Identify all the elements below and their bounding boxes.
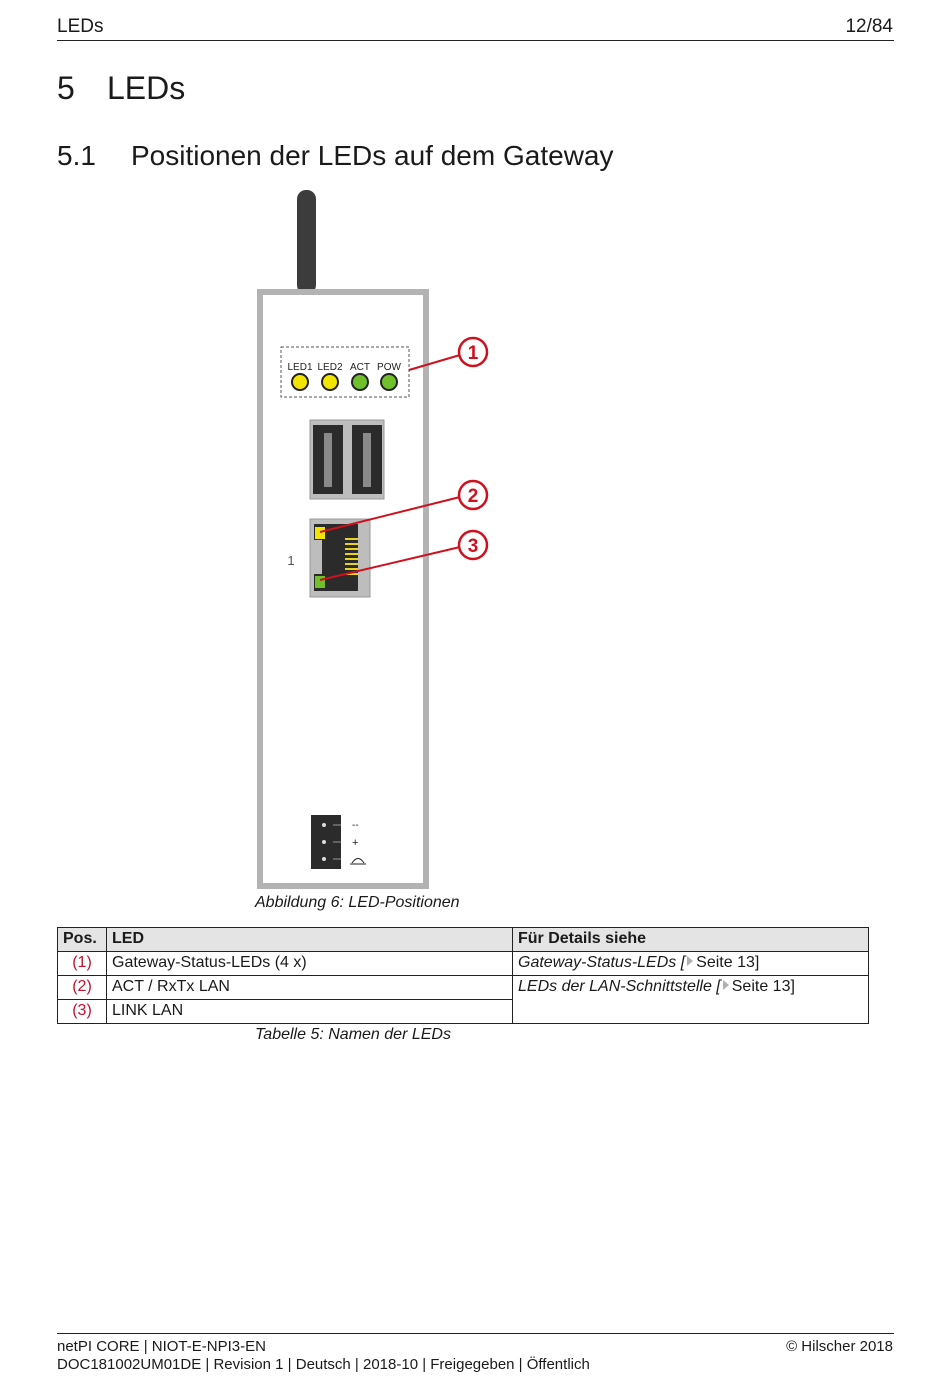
led-label-act: ACT	[350, 362, 370, 373]
led1-indicator	[291, 373, 309, 391]
led-group-box	[280, 346, 410, 398]
header-rule	[57, 40, 894, 41]
footer-copyright: © Hilscher 2018	[786, 1338, 893, 1355]
cross-reference-link[interactable]: LEDs der LAN-Schnittstelle	[518, 978, 712, 995]
table-header-row: Pos. LED Für Details siehe	[57, 927, 869, 952]
heading-2-title: Positionen der LEDs auf dem Gateway	[131, 140, 614, 171]
heading-2: 5.1 Positionen der LEDs auf dem Gateway	[57, 140, 613, 172]
power-connector	[311, 815, 341, 869]
pow-led-indicator	[380, 373, 398, 391]
figure-caption: Abbildung 6: LED-Positionen	[255, 894, 460, 911]
led-label-led1: LED1	[287, 362, 312, 373]
footer-rule	[57, 1333, 894, 1334]
row-pos: (3)	[57, 999, 107, 1024]
usb-ports	[309, 419, 385, 500]
act-led-indicator	[351, 373, 369, 391]
row-details: Gateway-Status-LEDs [Seite 13]	[512, 951, 869, 976]
port-number-label: 1	[287, 553, 294, 568]
row-led: ACT / RxTx LAN	[106, 975, 513, 1000]
callout-1-marker	[457, 336, 489, 368]
callout-3-label: 3	[468, 536, 479, 557]
page-reference-link[interactable]: Seite 13	[731, 978, 791, 995]
page-arrow-icon	[722, 980, 729, 990]
ground-icon	[350, 858, 366, 865]
page-arrow-icon	[687, 956, 694, 966]
table-caption: Tabelle 5: Namen der LEDs	[255, 1026, 451, 1043]
col-header-pos: Pos.	[57, 927, 107, 952]
callout-leaders	[319, 354, 461, 581]
row-pos: (2)	[57, 975, 107, 1000]
table-row: (1) Gateway-Status-LEDs (4 x) Gateway-St…	[57, 951, 869, 976]
callout-2-marker	[457, 479, 489, 511]
running-header-section: LEDs	[57, 16, 104, 37]
table-row: (3) LINK LAN	[57, 999, 869, 1024]
heading-1: 5 LEDs	[57, 70, 185, 107]
row-led: Gateway-Status-LEDs (4 x)	[106, 951, 513, 976]
ethernet-port	[309, 518, 371, 598]
footer-document-info: DOC181002UM01DE | Revision 1 | Deutsch |…	[57, 1356, 590, 1373]
led-label-pow: POW	[377, 362, 401, 373]
col-header-details: Für Details siehe	[512, 927, 869, 952]
col-header-led: LED	[106, 927, 513, 952]
led-position-figure: LED1 LED2 ACT POW	[250, 186, 510, 896]
power-pin-minus: --	[352, 820, 359, 831]
row-pos: (1)	[57, 951, 107, 976]
led-label-led2: LED2	[317, 362, 342, 373]
heading-2-number: 5.1	[57, 140, 96, 171]
footer-product: netPI CORE | NIOT-E-NPI3-EN	[57, 1338, 266, 1355]
power-pin-plus: +	[352, 837, 358, 849]
led2-indicator	[321, 373, 339, 391]
act-rxtx-led	[315, 527, 325, 539]
link-led	[315, 576, 325, 588]
callout-2-label: 2	[468, 486, 479, 507]
row-details: LEDs der LAN-Schnittstelle [Seite 13]	[512, 975, 869, 1024]
callout-1-label: 1	[468, 343, 479, 364]
page-reference-link[interactable]: Seite 13	[696, 954, 755, 971]
table-row: (2) ACT / RxTx LAN LEDs der LAN-Schnitts…	[57, 975, 869, 1024]
heading-1-title: LEDs	[107, 70, 186, 106]
callout-3-marker	[457, 529, 489, 561]
heading-1-number: 5	[57, 70, 75, 106]
antenna-icon	[297, 190, 316, 294]
page-number: 12/84	[845, 16, 893, 37]
row-led: LINK LAN	[106, 999, 513, 1024]
gateway-drawing: LED1 LED2 ACT POW	[257, 190, 489, 889]
cross-reference-link[interactable]: Gateway-Status-LEDs	[518, 954, 677, 971]
led-names-table: Pos. LED Für Details siehe (1) Gateway-S…	[57, 927, 869, 1024]
